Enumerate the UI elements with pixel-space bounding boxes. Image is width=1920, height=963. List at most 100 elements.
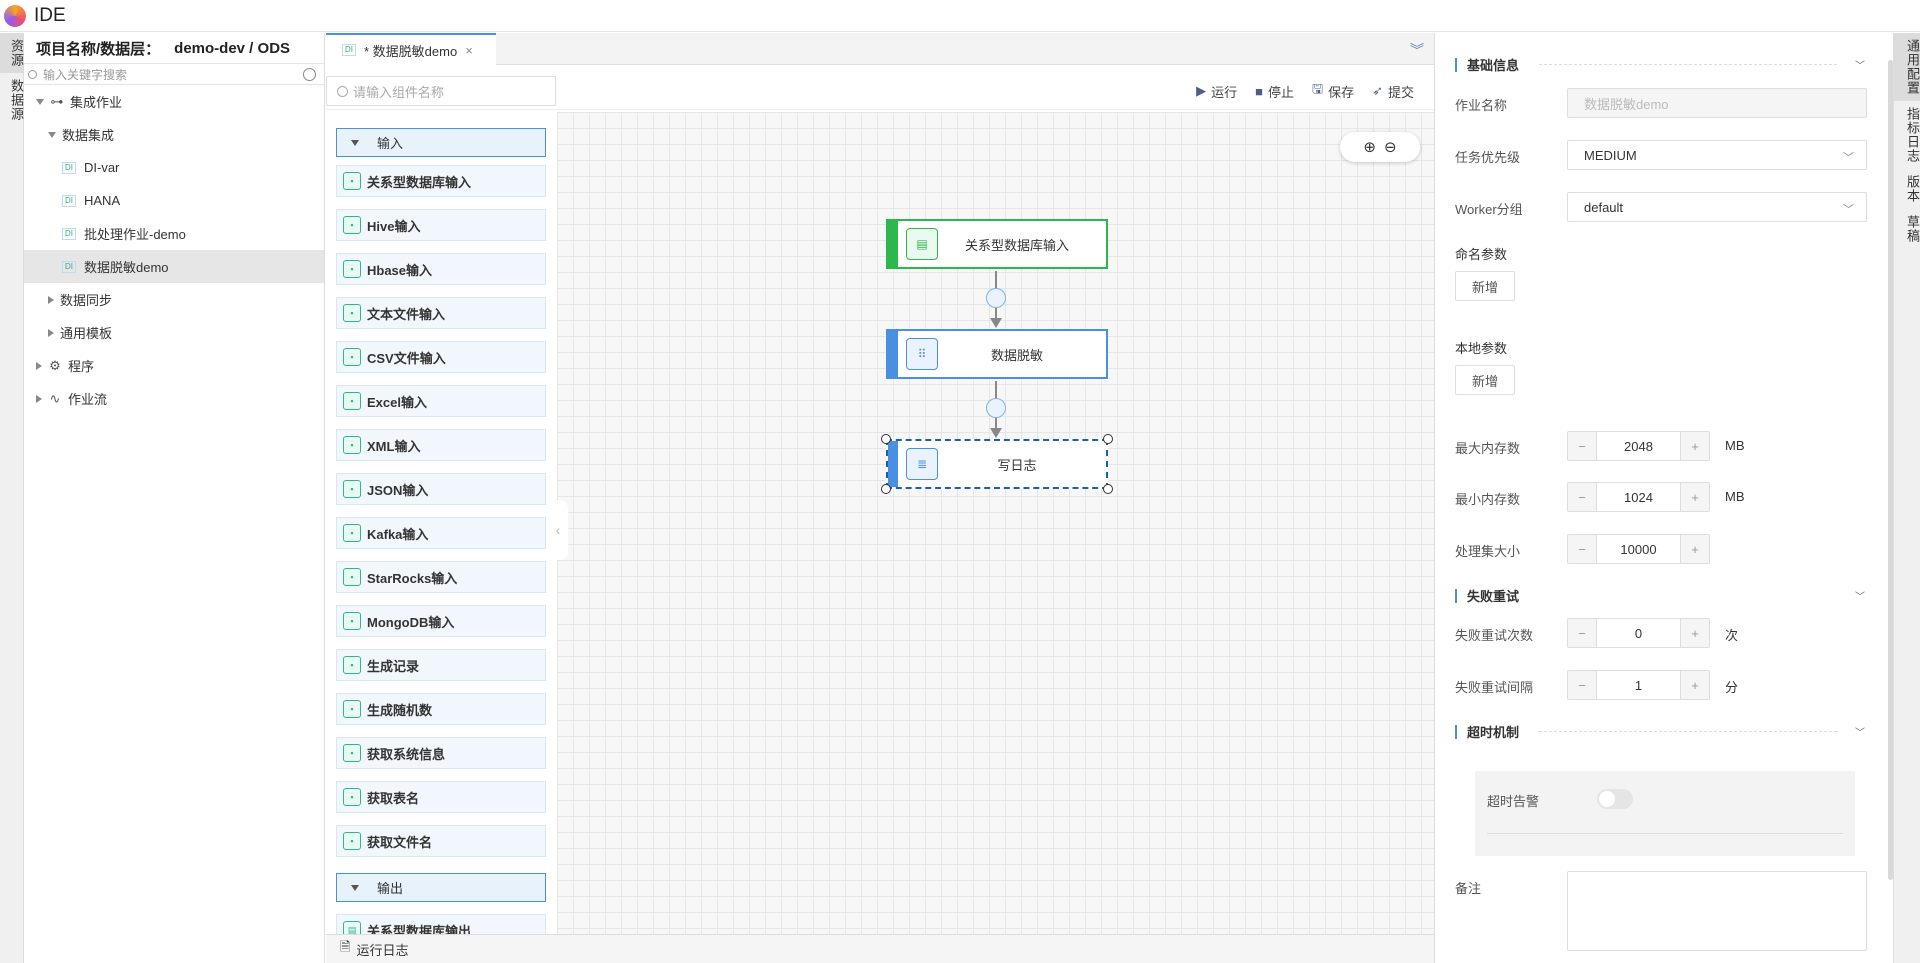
caret-right-icon[interactable]: [36, 394, 42, 403]
zoom-in-icon[interactable]: ⊕: [1363, 139, 1376, 156]
retry-interval-value[interactable]: 1: [1596, 671, 1681, 699]
rail-tab-draft[interactable]: 草稿: [1905, 215, 1920, 243]
retry-count-value[interactable]: 0: [1596, 619, 1681, 647]
submit-button[interactable]: ➶提交: [1372, 80, 1414, 102]
section-basic-info[interactable]: 基础信息﹀: [1455, 55, 1865, 74]
rail-tab-general-config[interactable]: 通用配置: [1894, 33, 1920, 101]
palette-item[interactable]: ▪StarRocks输入: [336, 561, 546, 593]
palette-item[interactable]: ▪生成记录: [336, 649, 546, 681]
resize-handle[interactable]: [1103, 484, 1113, 494]
worker-group-select[interactable]: default﹀: [1567, 192, 1867, 222]
max-memory-value[interactable]: 2048: [1596, 432, 1681, 460]
rail-tab-metric-log[interactable]: 指标日志: [1905, 107, 1920, 163]
palette-item[interactable]: ▪Excel输入: [336, 385, 546, 417]
section-timeout[interactable]: 超时机制﹀: [1455, 722, 1865, 741]
section-retry[interactable]: 失败重试﹀: [1455, 586, 1865, 605]
add-local-param-button[interactable]: 新增: [1455, 365, 1515, 395]
decrement-button[interactable]: −: [1568, 483, 1596, 511]
node-db-input[interactable]: ▤ 关系型数据库输入: [886, 219, 1108, 269]
palette-item[interactable]: ▪获取系统信息: [336, 737, 546, 769]
save-button[interactable]: 🖫保存: [1312, 80, 1354, 102]
chevron-down-icon[interactable]: ﹀: [1855, 61, 1865, 72]
zoom-out-icon[interactable]: ⊖: [1384, 139, 1397, 156]
close-icon[interactable]: ×: [465, 42, 473, 58]
resize-handle[interactable]: [1103, 434, 1113, 444]
chevron-down-icon[interactable]: ﹀: [1855, 592, 1865, 603]
flow-canvas[interactable]: ⊕ ⊖ ▤ 关系型数据库输入 ⠿ 数据脱敏 ≣ 写日志: [557, 112, 1434, 934]
caret-down-icon[interactable]: [48, 131, 56, 138]
caret-down-icon[interactable]: [36, 98, 44, 105]
resize-handle[interactable]: [881, 484, 891, 494]
caret-right-icon[interactable]: [48, 295, 54, 304]
caret-right-icon[interactable]: [48, 328, 54, 337]
tree-node-batch-demo[interactable]: DI 批处理作业-demo: [24, 217, 324, 250]
timeout-alarm-toggle[interactable]: [1597, 789, 1633, 809]
tree-node-program[interactable]: ⚙ 程序: [24, 349, 324, 382]
decrement-button[interactable]: −: [1568, 432, 1596, 460]
tab-mask-demo[interactable]: DI * 数据脱敏demo ×: [326, 33, 496, 65]
node-data-mask[interactable]: ⠿ 数据脱敏: [886, 329, 1108, 379]
retry-interval-stepper[interactable]: −1+: [1567, 670, 1710, 700]
caret-right-icon[interactable]: [36, 361, 42, 370]
chevron-down-icon[interactable]: ﹀: [1855, 728, 1865, 739]
palette-item[interactable]: ▪Kafka输入: [336, 517, 546, 549]
palette-item[interactable]: ▪获取表名: [336, 781, 546, 813]
node-write-log[interactable]: ≣ 写日志: [886, 439, 1108, 489]
palette-item[interactable]: ▪CSV文件输入: [336, 341, 546, 373]
palette-group-output[interactable]: 输出: [336, 873, 546, 902]
tree-node-data-sync[interactable]: 数据同步: [24, 283, 324, 316]
palette-item[interactable]: ▪MongoDB输入: [336, 605, 546, 637]
palette-item[interactable]: ▪Hbase输入: [336, 253, 546, 285]
increment-button[interactable]: +: [1681, 483, 1709, 511]
palette-item[interactable]: ▪获取文件名: [336, 825, 546, 857]
double-chevron-down-icon[interactable]: ︾: [1410, 42, 1424, 58]
palette-item[interactable]: ▪文本文件输入: [336, 297, 546, 329]
batch-size-stepper[interactable]: −10000+: [1567, 534, 1710, 564]
copy-link-icon[interactable]: [986, 288, 1006, 308]
increment-button[interactable]: +: [1681, 671, 1709, 699]
batch-size-value[interactable]: 10000: [1596, 535, 1681, 563]
palette-item[interactable]: ▪XML输入: [336, 429, 546, 461]
tree-node-general-template[interactable]: 通用模板: [24, 316, 324, 349]
max-memory-stepper[interactable]: −2048+: [1567, 431, 1710, 461]
run-button[interactable]: ▶运行: [1196, 80, 1237, 102]
tree-node-integration-job[interactable]: ⊶ 集成作业: [24, 85, 324, 118]
palette-item[interactable]: ▪JSON输入: [336, 473, 546, 505]
tree-node-di-var[interactable]: DI DI-var: [24, 151, 324, 184]
rail-tab-version[interactable]: 版本: [1905, 175, 1920, 203]
palette-item[interactable]: ▪生成随机数: [336, 693, 546, 725]
increment-button[interactable]: +: [1681, 432, 1709, 460]
tree-node-workflow[interactable]: ∿ 作业流: [24, 382, 324, 415]
locate-icon[interactable]: [303, 68, 316, 81]
retry-count-stepper[interactable]: −0+: [1567, 618, 1710, 648]
decrement-button[interactable]: −: [1568, 535, 1596, 563]
tree-node-data-integration[interactable]: 数据集成: [24, 118, 324, 151]
palette-item[interactable]: ▪Hive输入: [336, 209, 546, 241]
rail-tab-resources[interactable]: 资源: [0, 33, 24, 73]
decrement-button[interactable]: −: [1568, 671, 1596, 699]
stop-button[interactable]: ■停止: [1255, 80, 1294, 102]
add-named-param-button[interactable]: 新增: [1455, 271, 1515, 301]
increment-button[interactable]: +: [1681, 535, 1709, 563]
resize-handle[interactable]: [881, 434, 891, 444]
palette-item[interactable]: ▪关系型数据库输入: [336, 165, 546, 197]
increment-button[interactable]: +: [1681, 619, 1709, 647]
palette-group-input[interactable]: 输入: [336, 128, 546, 157]
remark-textarea[interactable]: [1567, 871, 1867, 951]
min-memory-stepper[interactable]: −1024+: [1567, 482, 1710, 512]
tree-node-mask-demo[interactable]: DI 数据脱敏demo: [24, 250, 324, 283]
copy-link-icon[interactable]: [986, 398, 1006, 418]
panel-scrollbar[interactable]: [1888, 60, 1893, 880]
palette-collapse-handle[interactable]: ‹: [548, 500, 568, 560]
tree-node-label: 数据集成: [62, 128, 115, 143]
run-log-button[interactable]: 运行日志: [356, 942, 409, 958]
tree-search-input[interactable]: 输入关键字搜索: [24, 63, 324, 85]
priority-select[interactable]: MEDIUM﹀: [1567, 140, 1867, 170]
decrement-button[interactable]: −: [1568, 619, 1596, 647]
component-search-input[interactable]: 请输入组件名称: [326, 76, 556, 106]
tree-node-hana[interactable]: DI HANA: [24, 184, 324, 217]
palette-item-db-output[interactable]: ▤关系型数据库输出: [336, 914, 546, 934]
rail-tab-datasource[interactable]: 数据源: [9, 79, 24, 121]
min-memory-value[interactable]: 1024: [1596, 483, 1681, 511]
worker-group-label: Worker分组: [1455, 202, 1523, 217]
